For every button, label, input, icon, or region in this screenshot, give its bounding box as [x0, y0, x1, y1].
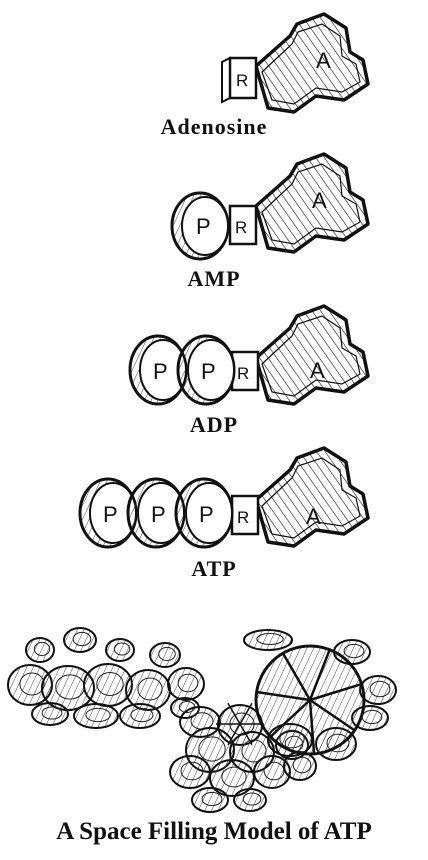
atom-shading	[158, 646, 176, 662]
ribose-block: R	[228, 204, 258, 246]
amp-structure: A R P	[170, 152, 370, 261]
atom-sphere	[31, 702, 69, 726]
phosphate-disc: P	[128, 334, 188, 406]
atom-sphere	[119, 703, 161, 729]
atom-shading	[137, 677, 163, 701]
phosphate-label: P	[103, 502, 118, 527]
adenosine-structure: A R	[221, 12, 370, 114]
space-filling-caption: A Space Filling Model of ATP	[56, 818, 372, 845]
ribose-label: R	[237, 364, 249, 383]
adenine-ring: A	[254, 12, 370, 114]
sphere-segment-line	[227, 723, 241, 746]
amp-caption: AMP	[187, 266, 241, 291]
atp-caption: ATP	[191, 556, 237, 581]
atp-structure: A R P P P	[78, 446, 370, 549]
atom-shading	[96, 671, 124, 697]
atom-shading	[201, 791, 223, 807]
sphere-segment-line	[269, 699, 311, 738]
atom-shading	[221, 766, 247, 788]
adenine-label: A	[306, 504, 321, 529]
atom-sphere	[167, 667, 205, 701]
phosphate-disc: P	[176, 334, 236, 406]
phosphate-label: P	[201, 359, 216, 384]
phosphate-disc: P	[126, 477, 186, 549]
ribose-label: R	[235, 218, 247, 237]
sphere-segment-line	[281, 652, 312, 701]
atom-shading	[198, 736, 226, 762]
adenine-ring: A	[254, 304, 370, 406]
adenosine-caption: Adenosine	[160, 114, 268, 139]
atom-sphere	[209, 759, 255, 797]
atom-shading	[72, 631, 92, 647]
sphere-segment-line	[308, 699, 316, 754]
atom-shading	[177, 673, 199, 693]
atom-shading	[263, 761, 285, 781]
atom-sphere	[83, 663, 133, 707]
sphere-segment-line	[239, 702, 253, 725]
phosphate-label: P	[196, 214, 211, 239]
adp-caption: ADP	[189, 412, 239, 437]
atom-shading	[343, 643, 365, 659]
phosphate-label: P	[153, 359, 168, 384]
sphere-segment-line	[308, 649, 331, 701]
phosphate-disc: P	[174, 477, 234, 549]
phosphate-label: P	[151, 502, 166, 527]
sphere-segment-line	[227, 702, 241, 725]
ribose-block: R	[221, 56, 258, 104]
atom-shading	[292, 756, 312, 774]
atom-sphere	[73, 703, 119, 729]
atom-sphere	[169, 755, 211, 789]
atom-shading	[241, 739, 267, 763]
adenine-label: A	[316, 48, 331, 73]
ribose-block: R	[230, 350, 260, 392]
atom-shading	[85, 707, 111, 723]
atom-sphere	[243, 629, 293, 651]
adenine-label: A	[310, 358, 325, 383]
phosphate-disc: P	[170, 191, 230, 261]
phosphate-label: P	[199, 502, 214, 527]
atom-shading	[41, 706, 63, 720]
atom-shading	[242, 792, 262, 806]
atom-sphere	[191, 787, 229, 813]
atom-shading	[33, 641, 51, 657]
atom-shading	[256, 633, 284, 645]
atom-shading	[130, 707, 154, 723]
ribose-label: R	[236, 71, 248, 90]
sphere-segment-line	[309, 682, 362, 702]
space-filling-model	[7, 627, 397, 813]
atom-shading	[113, 642, 131, 656]
atom-shading	[369, 680, 391, 698]
sphere-segment-line	[239, 723, 253, 746]
atom-shading	[180, 761, 204, 781]
ribose-block: R	[230, 494, 260, 536]
adenine-ring: A	[254, 446, 370, 548]
sphere-segment-line	[309, 698, 356, 732]
ribose-label: R	[237, 508, 249, 527]
adp-structure: A R P P	[128, 304, 370, 406]
adenine-ring: A	[254, 152, 370, 254]
adenine-label: A	[312, 188, 327, 213]
sphere-segment-line	[256, 690, 311, 702]
phosphate-disc: P	[78, 477, 138, 549]
